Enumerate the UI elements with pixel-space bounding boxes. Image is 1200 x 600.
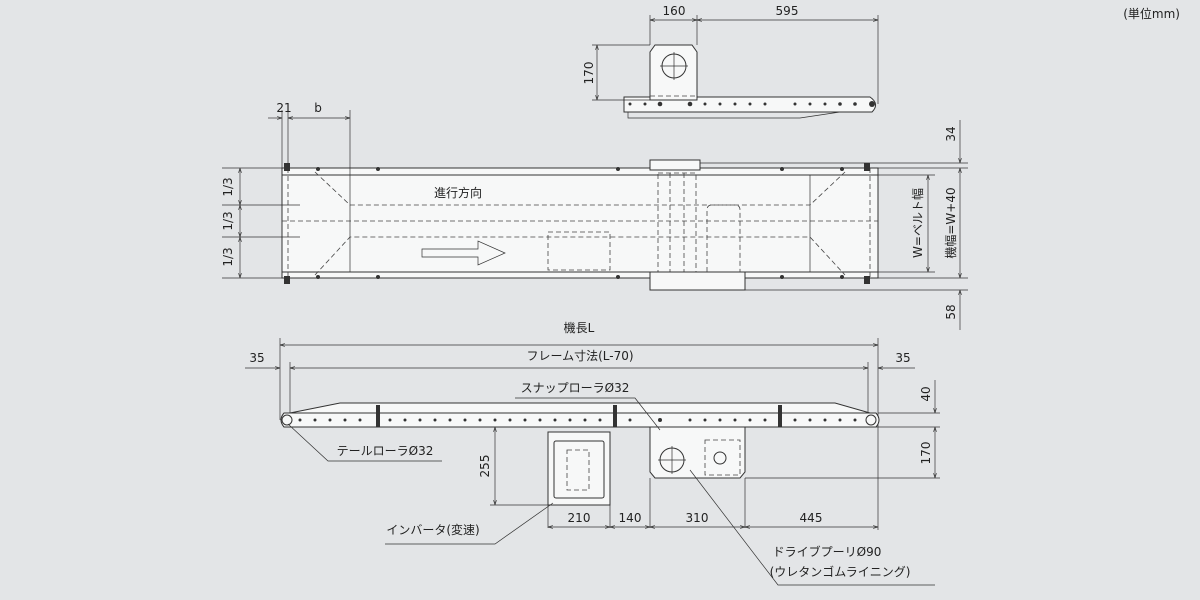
machine-width-label: 機幅=W+40	[943, 187, 958, 258]
dim-drive-width: 160	[663, 4, 686, 18]
dim-drive-height: 170	[919, 442, 933, 465]
third-label: 1/3	[221, 177, 235, 196]
dim-drive-height-top: 170	[582, 62, 596, 85]
side-view: 機長L フレーム寸法(L-70) 35 35	[245, 320, 940, 586]
dim-drive-to-end: 445	[800, 511, 823, 525]
dim-drive-to-end: 595	[776, 4, 799, 18]
drive-pulley-sub-label: (ウレタンゴムライニング)	[770, 564, 911, 579]
inverter-label: インバータ(変速)	[386, 522, 479, 537]
frame-length-label: フレーム寸法(L-70)	[526, 349, 633, 363]
dim-right-end: 35	[895, 351, 910, 365]
dim-gap: 140	[619, 511, 642, 525]
drive-box	[649, 44, 698, 101]
dim-inverter-height: 255	[478, 455, 492, 478]
dim-drive-width: 310	[686, 511, 709, 525]
tail-roller-label: テールローラØ32	[337, 444, 434, 458]
plan-view: 進行方向 21 b 1/3 1/3 1/3	[221, 101, 968, 330]
direction-arrow-icon	[421, 240, 506, 266]
dim-b: b	[314, 101, 322, 115]
dim-inverter-width: 210	[568, 511, 591, 525]
dim-bottom: 58	[944, 304, 958, 319]
drive-plate	[649, 426, 746, 479]
machine-length-label: 機長L	[564, 320, 595, 335]
snap-roller-label: スナップローラØ32	[521, 381, 630, 395]
head-roller-icon	[865, 414, 877, 426]
dim-offset: 21	[276, 101, 291, 115]
belt-width-label: W=ベルト幅	[910, 188, 925, 258]
side-frame	[280, 412, 880, 428]
top-view: 160 595 170	[582, 4, 879, 119]
third-label: 1/3	[221, 211, 235, 230]
plan-frame	[281, 167, 879, 279]
dim-left-end: 35	[249, 351, 264, 365]
unit-label: (単位mm)	[1123, 6, 1180, 21]
drive-pulley-label: ドライブプーリØ90	[773, 544, 882, 559]
dim-top: 34	[944, 126, 958, 141]
dim-belt-height: 40	[919, 386, 933, 401]
third-label: 1/3	[221, 247, 235, 266]
inverter-box	[547, 431, 611, 506]
tail-roller-icon	[281, 414, 293, 426]
direction-label: 進行方向	[434, 185, 482, 200]
